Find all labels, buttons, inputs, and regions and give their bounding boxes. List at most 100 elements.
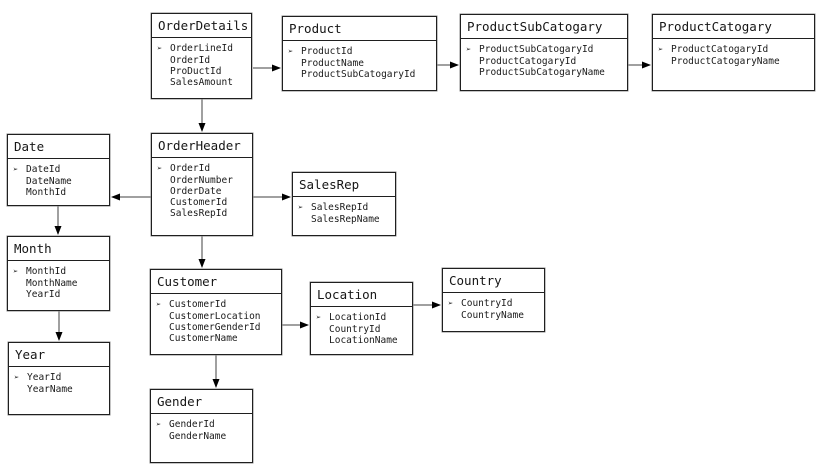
table-field: ➢LocationId — [316, 312, 412, 324]
field-name: OrderLineId — [170, 43, 233, 54]
table-field: ➢ OrderId — [157, 163, 252, 175]
table-field: OrderId — [157, 55, 251, 66]
primary-key-icon: ➢ — [466, 45, 472, 55]
field-name: SalesRepId — [170, 208, 228, 219]
table-title: Location — [311, 283, 412, 307]
primary-key-icon: ➢ — [14, 373, 20, 383]
table-field: YearId — [13, 289, 109, 300]
field-name: CustomerGenderId — [169, 322, 261, 333]
table-field: CustomerLocation — [156, 311, 281, 322]
field-name: ProductId — [301, 46, 353, 57]
field-name: CustomerId — [170, 197, 228, 208]
field-name: ProductSubCatogaryName — [479, 67, 605, 78]
table-field: ➢ SalesRepId — [298, 202, 395, 214]
field-name: ProDuctId — [170, 66, 222, 77]
table-field: OrderNumber — [157, 175, 252, 186]
field-name: DateName — [26, 176, 72, 187]
primary-key-icon: ➢ — [157, 44, 163, 54]
primary-key-icon: ➢ — [658, 45, 664, 55]
field-name: CustomerName — [169, 333, 238, 344]
table-field: CountryName — [448, 310, 544, 321]
field-name: SalesRepName — [311, 214, 380, 225]
table-field: CountryId — [316, 324, 412, 335]
field-name: MonthId — [26, 187, 67, 198]
table-title: Product — [283, 17, 436, 41]
table-field: ➢GenderId — [156, 419, 252, 431]
field-name: SalesRepId — [311, 202, 369, 213]
primary-key-icon: ➢ — [13, 165, 19, 175]
table-field: ➢ ProductSubCatogaryId — [466, 44, 627, 56]
table-field: ➢ OrderLineId — [157, 43, 251, 55]
table-field: MonthId — [13, 187, 109, 198]
field-name: OrderId — [170, 55, 211, 66]
field-name: MonthId — [26, 266, 67, 277]
field-name: SalesAmount — [170, 77, 233, 88]
field-name: ProductCatogaryId — [671, 44, 769, 55]
primary-key-icon: ➢ — [157, 164, 163, 174]
field-name: ProductCatogaryId — [479, 56, 577, 67]
field-name: CountryId — [461, 298, 513, 309]
table-field: GenderName — [156, 431, 252, 442]
field-name: OrderId — [170, 163, 211, 174]
table-field: ProductCatogaryId — [466, 56, 627, 67]
table-field: ➢ CountryId — [448, 298, 544, 310]
field-name: CustomerLocation — [169, 311, 261, 322]
table-field: ProductCatogaryName — [658, 56, 814, 67]
table-field: ➢DateId — [13, 164, 109, 176]
table-field: YearName — [14, 384, 109, 395]
field-name: ProductSubCatogaryId — [301, 69, 416, 80]
field-name: OrderNumber — [170, 175, 233, 186]
table-title: SalesRep — [293, 173, 395, 197]
table-field: ProductSubCatogaryName — [466, 67, 627, 78]
table-title: Country — [443, 269, 544, 293]
field-name: YearName — [27, 384, 73, 395]
table-field: ➢MonthId — [13, 266, 109, 278]
table-title: Date — [8, 135, 109, 159]
table-field: ProductName — [288, 58, 436, 69]
field-name: OrderDate — [170, 186, 222, 197]
primary-key-icon: ➢ — [448, 299, 454, 309]
field-name: MonthName — [26, 278, 78, 289]
field-name: ProductSubCatogaryId — [479, 44, 594, 55]
field-name: LocationName — [329, 335, 398, 346]
field-name: GenderId — [169, 419, 215, 430]
table-field: LocationName — [316, 335, 412, 346]
field-name: ProductCatogaryName — [671, 56, 780, 67]
table-field: ➢ YearId — [14, 372, 109, 384]
table-field: MonthName — [13, 278, 109, 289]
primary-key-icon: ➢ — [298, 203, 304, 213]
table-field: ➢ ProductCatogaryId — [658, 44, 814, 56]
table-title: Customer — [151, 270, 281, 294]
field-name: YearId — [27, 372, 62, 383]
primary-key-icon: ➢ — [316, 313, 322, 323]
table-field: OrderDate — [157, 186, 252, 197]
table-field: SalesRepName — [298, 214, 395, 225]
field-name: GenderName — [169, 431, 227, 442]
